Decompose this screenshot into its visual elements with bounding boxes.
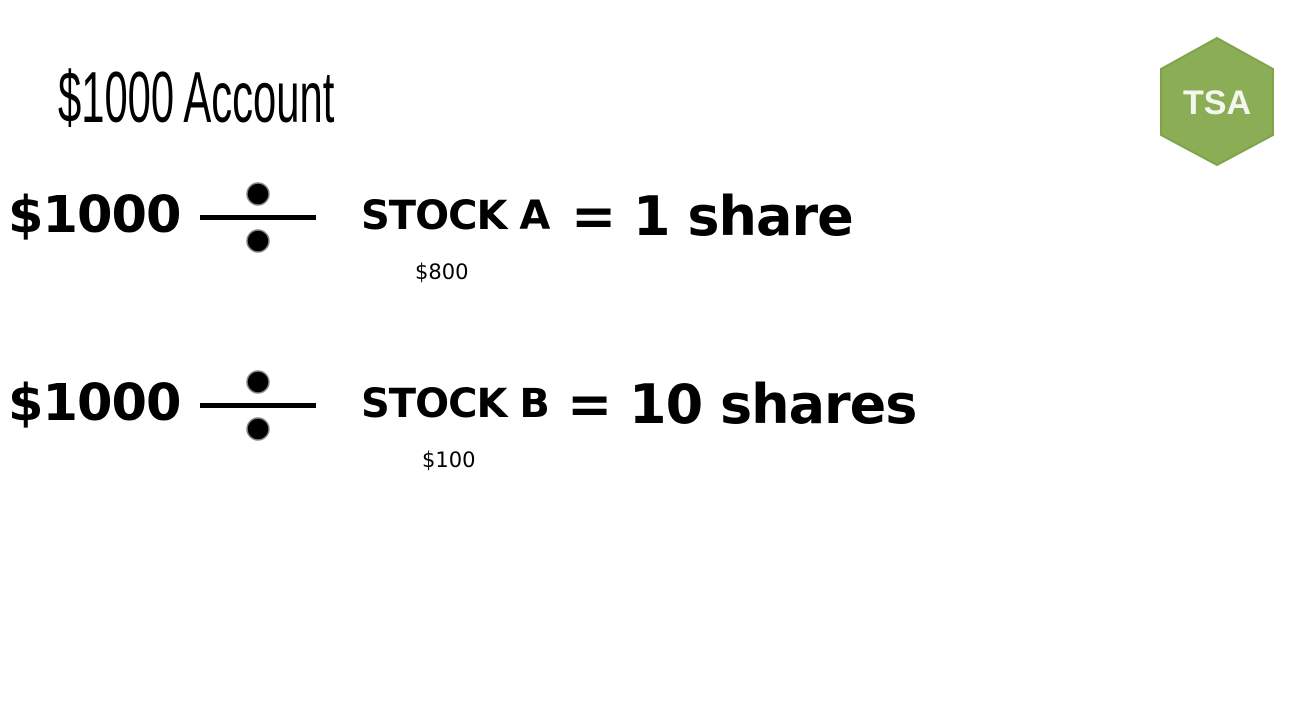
division-sign-icon bbox=[198, 366, 318, 444]
stock-name: STOCK A bbox=[361, 193, 550, 239]
logo-hexagon bbox=[1160, 36, 1274, 167]
calculation-row-stock-b: $1000 STOCK B $100 = 10 shares bbox=[0, 364, 1289, 484]
calculation-row-stock-a: $1000 STOCK A $800 = 1 share bbox=[0, 176, 1289, 296]
stock-name: STOCK B bbox=[361, 381, 550, 427]
share-result: = 1 share bbox=[571, 185, 854, 248]
logo-text: TSA bbox=[1183, 84, 1251, 122]
stock-price: $100 bbox=[422, 448, 476, 472]
tsa-logo: TSA bbox=[1158, 36, 1276, 167]
hexagon-logo-icon: TSA bbox=[1160, 36, 1274, 167]
slide-title: $1000 Account bbox=[58, 58, 335, 138]
account-amount: $1000 bbox=[8, 374, 181, 433]
share-result: = 10 shares bbox=[567, 373, 917, 436]
account-amount: $1000 bbox=[8, 186, 181, 245]
division-sign-icon bbox=[198, 178, 318, 256]
stock-price: $800 bbox=[415, 260, 469, 284]
